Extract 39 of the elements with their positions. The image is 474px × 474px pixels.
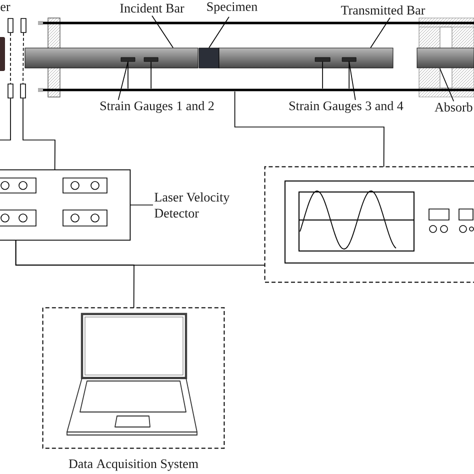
- laser-beam: [22, 32, 24, 84]
- part-label: Specimen: [207, 2, 258, 14]
- incident-bar: [24, 48, 198, 68]
- part-label: Strain Gauges 1 and 2: [100, 101, 214, 113]
- part-label: er: [0, 4, 10, 12]
- laser-sensor: [8, 18, 14, 33]
- leader-line: [208, 16, 230, 48]
- leader-line: [348, 61, 356, 100]
- leader-line: [439, 68, 454, 102]
- leader-line: [370, 17, 390, 48]
- strain-gauge: [342, 57, 356, 62]
- wire: [22, 98, 56, 170]
- detector-box: [0, 169, 131, 241]
- part-label: Absorb: [434, 102, 472, 112]
- specimen: [198, 48, 220, 68]
- strain-gauge: [144, 57, 158, 62]
- leader-line: [130, 204, 154, 206]
- part-label: Transmitted Bar: [341, 5, 426, 15]
- wire: [15, 240, 134, 308]
- leader-line: [152, 15, 174, 48]
- strain-gauge: [120, 57, 136, 62]
- laser-sensor: [20, 84, 26, 98]
- absorber-bar: [416, 48, 474, 68]
- laser-sensor: [20, 18, 26, 33]
- part-label: Data Acquisition System: [68, 459, 198, 471]
- transmitted-bar: [218, 48, 394, 68]
- laser-sensor: [8, 84, 14, 98]
- part-label: Laser Velocity Detector: [154, 192, 230, 218]
- dashed-frame: [264, 166, 474, 283]
- wire: [322, 61, 323, 89]
- part-label: Incident Bar: [120, 3, 184, 13]
- wire: [348, 61, 350, 89]
- wire: [0, 98, 11, 140]
- wire: [234, 91, 384, 168]
- wire: [150, 61, 152, 89]
- leader-line: [118, 61, 128, 100]
- laser-beam: [10, 32, 11, 84]
- strain-gauge: [314, 57, 330, 62]
- part-label: Strain Gauges 3 and 4: [289, 101, 404, 113]
